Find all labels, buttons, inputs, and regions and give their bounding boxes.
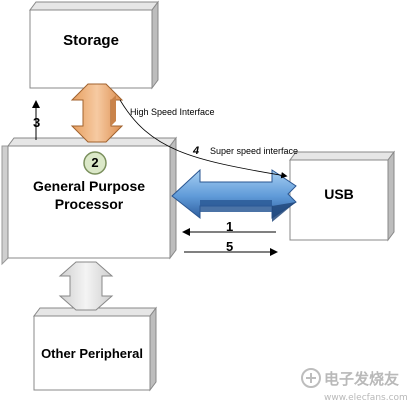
watermark-url: www.elecfans.com [324, 393, 408, 403]
storage-processor-arrow [70, 83, 124, 143]
super-speed-label: Super speed interface [210, 146, 299, 156]
storage-title: Storage [63, 32, 119, 49]
peripheral-processor-arrow [58, 261, 114, 311]
watermark-brand: 电子发烧友 [324, 370, 400, 388]
label-4: 4 [193, 145, 200, 157]
usb-title: USB [324, 186, 354, 202]
number-badge [83, 151, 107, 175]
peripheral-title: Other Peripheral [41, 346, 143, 361]
badge-number: 2 [91, 155, 99, 170]
high-speed-label: High Speed Interface [130, 107, 215, 117]
usb-processor-arrow [171, 168, 297, 222]
label-1: 1 [226, 219, 234, 234]
processor-title-line2: Processor [54, 196, 124, 212]
storage-box [29, 0, 159, 90]
usb-box [289, 150, 395, 242]
peripheral-box [33, 306, 157, 392]
label-5: 5 [226, 239, 234, 254]
label-3: 3 [33, 115, 41, 130]
processor-title-line1: General Purpose [32, 178, 146, 194]
elecfans-logo-icon [301, 368, 321, 388]
watermark: 电子发烧友 www.elecfans.com [300, 365, 415, 410]
high-speed-curve [119, 99, 288, 179]
